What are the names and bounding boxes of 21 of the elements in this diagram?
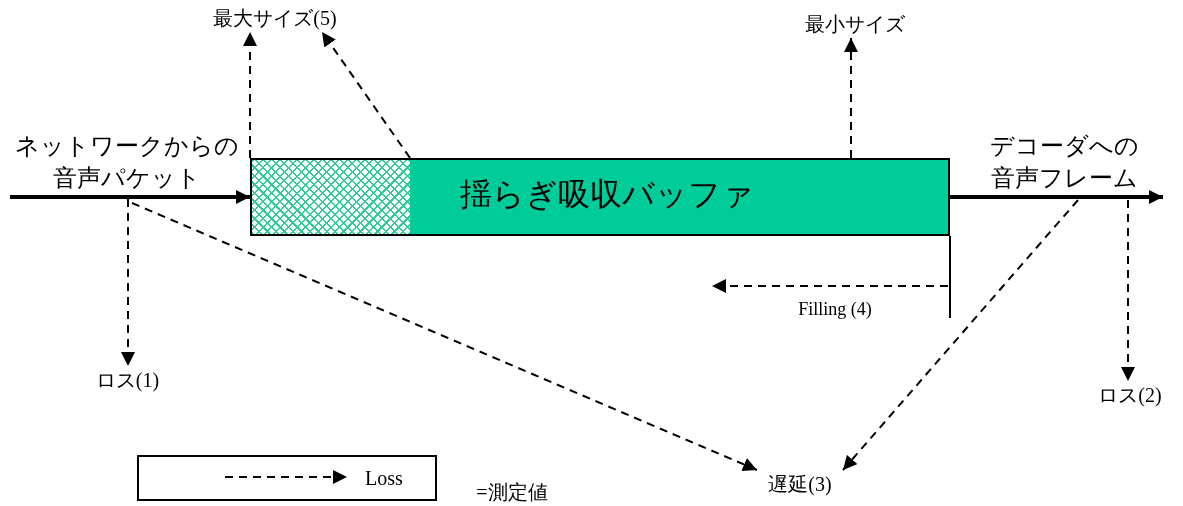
arrow: [131, 202, 758, 471]
arrow: [844, 37, 858, 159]
legend-note: =測定値: [475, 480, 549, 505]
arrow: [1121, 199, 1135, 382]
arrow: [842, 199, 1079, 471]
loss-label: ロス(1): [85, 366, 170, 394]
size-label: 最小サイズ: [790, 10, 920, 38]
delay-label: 遅延(3): [757, 470, 843, 498]
arrow: [950, 190, 1163, 204]
edge-label: デコーダへの音声フレーム: [988, 132, 1140, 193]
edge-label: ネットワークからの音声パケット: [14, 132, 240, 193]
buffer-label: 揺らぎ吸収バッファ: [460, 175, 754, 214]
loss-label: ロス(2): [1085, 381, 1175, 409]
arrow: [243, 31, 258, 159]
arrow: [321, 31, 411, 159]
arrow-label: Filling (4): [797, 298, 873, 321]
arrow: [10, 190, 250, 204]
arrow: [121, 198, 135, 367]
legend-text: Loss: [365, 466, 403, 491]
size-label: 最大サイズ(5): [195, 4, 355, 32]
buffer-box: [250, 158, 950, 236]
